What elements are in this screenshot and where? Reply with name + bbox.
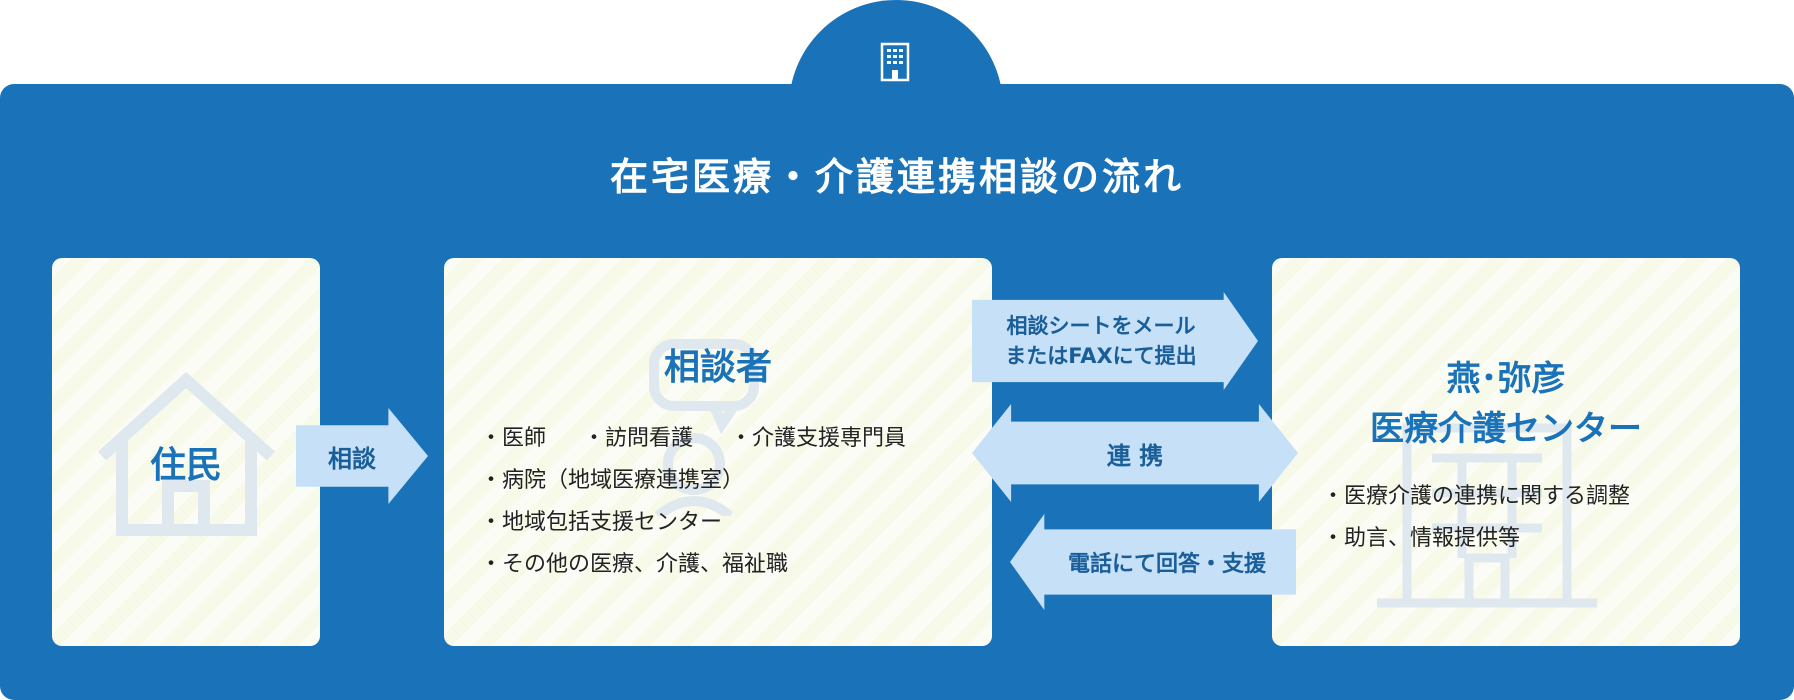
- submit-sheet-line1: 相談シートをメール: [1006, 314, 1196, 338]
- list-item-text: ・医師: [480, 426, 547, 451]
- center-card: 燕･弥彦 医療介護センター ・医療介護の連携に関する調整 ・助言、情報提供等: [1272, 258, 1740, 646]
- list-item-text: ・訪問看護: [583, 426, 694, 451]
- submit-sheet-line2: またはFAXにて提出: [1005, 344, 1197, 368]
- list-item: ・助言、情報提供等: [1322, 526, 1521, 551]
- resident-label: 住民: [149, 445, 222, 486]
- consultant-list: ・医師 ・訪問看護 ・介護支援専門員 ・病院（地域医療連携室） ・地域包括支援セ…: [480, 418, 906, 586]
- building-icon: [880, 42, 910, 82]
- list-item: ・医療介護の連携に関する調整: [1322, 484, 1631, 509]
- center-title: 燕･弥彦 医療介護センター: [1272, 354, 1740, 454]
- center-title-line1: 燕･弥彦: [1446, 359, 1566, 399]
- center-title-line2: 医療介護センター: [1370, 409, 1642, 449]
- resident-card: 住民: [52, 258, 320, 646]
- header-dome: [789, 0, 1003, 214]
- house-icon: [97, 371, 275, 536]
- list-item: ・医師 ・訪問看護 ・介護支援専門員: [480, 418, 906, 460]
- office-building-icon: [1377, 423, 1597, 608]
- consultant-title: 相談者: [663, 347, 772, 388]
- consultant-card: 相談者 ・医師 ・訪問看護 ・介護支援専門員 ・病院（地域医療連携室） ・地域包…: [444, 258, 992, 646]
- list-item: ・地域包括支援センター: [480, 510, 723, 535]
- list-item: ・病院（地域医療連携室）: [480, 468, 745, 493]
- phone-reply-arrow: 電話にて回答・支援: [1010, 514, 1296, 610]
- list-item-text: ・介護支援専門員: [730, 426, 907, 451]
- submit-sheet-arrow: 相談シートをメール またはFAXにて提出: [972, 292, 1258, 390]
- center-list: ・医療介護の連携に関する調整 ・助言、情報提供等: [1322, 476, 1630, 560]
- speech-bubble-icon: [649, 339, 759, 516]
- list-item: ・その他の医療、介護、福祉職: [480, 552, 789, 577]
- page-title: 在宅医療・介護連携相談の流れ: [609, 155, 1184, 199]
